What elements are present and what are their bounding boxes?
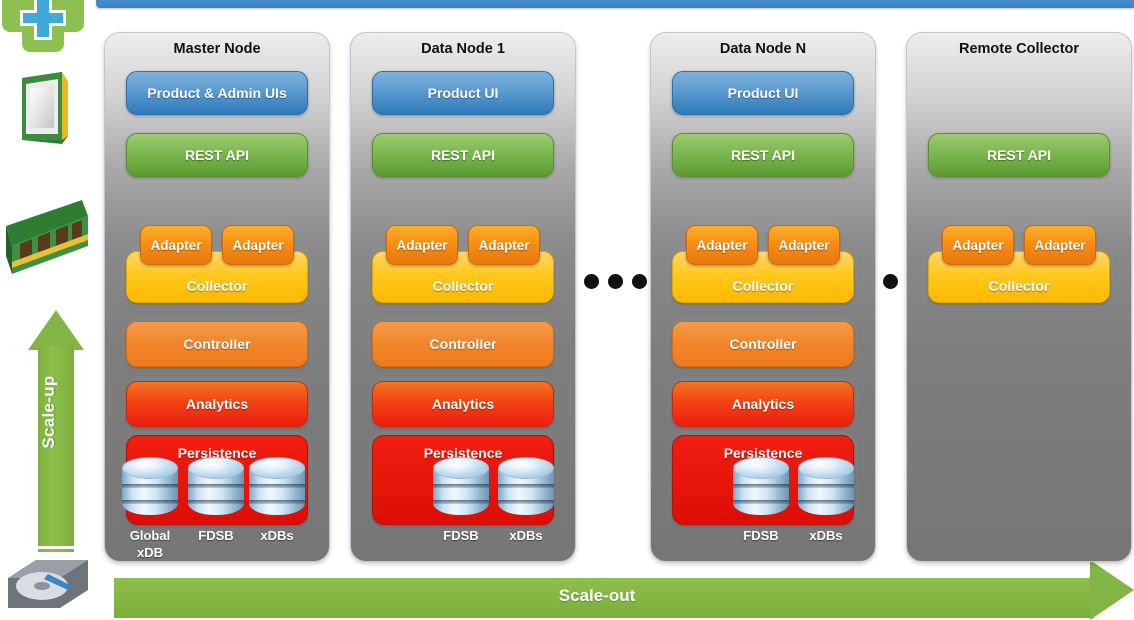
cylinder-top [122, 457, 178, 479]
adapter-box[interactable]: Adapter [222, 225, 294, 265]
product-ui-box[interactable]: Product UI [672, 71, 854, 115]
database-label: xDBs [809, 528, 843, 543]
cylinder-top [498, 457, 554, 479]
cpu-chip-icon [10, 70, 76, 148]
adapter-box[interactable]: Adapter [468, 225, 540, 265]
cylinder-band [188, 500, 244, 504]
cylinder-top [188, 457, 244, 479]
controller-box[interactable]: Controller [372, 321, 554, 367]
cylinder-band [188, 484, 244, 488]
product-ui-box[interactable]: Product & Admin UIs [126, 71, 308, 115]
top-banner [96, 0, 1134, 8]
adapter-box[interactable]: Adapter [140, 225, 212, 265]
cylinder-band [733, 484, 789, 488]
collector-box[interactable]: Collector [672, 251, 854, 303]
database-cylinder[interactable] [733, 457, 789, 523]
rest-api-box[interactable]: REST API [372, 133, 554, 177]
cylinder-band [433, 500, 489, 504]
scale-out-arrowhead [1090, 560, 1134, 620]
database-label: xDBs [260, 528, 294, 543]
ellipsis-dot [883, 274, 898, 289]
scale-up-tail-line-2 [38, 552, 74, 555]
ram-module-icon [2, 196, 90, 292]
rest-api-box[interactable]: REST API [126, 133, 308, 177]
adapter-box[interactable]: Adapter [1024, 225, 1096, 265]
health-plus-icon [0, 0, 86, 54]
cylinder-top [249, 457, 305, 479]
adapter-box[interactable]: Adapter [386, 225, 458, 265]
database-label: FDSB [743, 528, 779, 543]
scale-up-shaft [38, 346, 74, 552]
node-title: Data Node N [719, 41, 807, 57]
database-label: xDBs [509, 528, 543, 543]
hard-disk-icon [2, 556, 94, 614]
scale-up-arrow: Scale-up [28, 310, 84, 558]
cylinder-band [498, 500, 554, 504]
controller-box[interactable]: Controller [126, 321, 308, 367]
cylinder-band [249, 500, 305, 504]
adapter-box[interactable]: Adapter [686, 225, 758, 265]
cylinder-band [249, 484, 305, 488]
analytics-box[interactable]: Analytics [672, 381, 854, 427]
database-cylinder[interactable] [433, 457, 489, 523]
controller-box[interactable]: Controller [672, 321, 854, 367]
ellipsis-dot [584, 274, 599, 289]
product-ui-box[interactable]: Product UI [372, 71, 554, 115]
database-cylinder[interactable] [798, 457, 854, 523]
cylinder-band [798, 484, 854, 488]
analytics-box[interactable]: Analytics [126, 381, 308, 427]
ellipsis-dot [632, 274, 647, 289]
cylinder-band [798, 500, 854, 504]
database-cylinder[interactable] [188, 457, 244, 523]
database-cylinder[interactable] [249, 457, 305, 523]
node-title: Remote Collector [958, 41, 1080, 57]
cylinder-band [122, 484, 178, 488]
scale-up-tail-line-1 [38, 546, 74, 549]
cylinder-band [498, 484, 554, 488]
rest-api-box[interactable]: REST API [672, 133, 854, 177]
cylinder-top [733, 457, 789, 479]
cylinder-top [433, 457, 489, 479]
adapter-box[interactable]: Adapter [768, 225, 840, 265]
database-cylinder[interactable] [122, 457, 178, 523]
cylinder-band [433, 484, 489, 488]
analytics-box[interactable]: Analytics [372, 381, 554, 427]
cylinder-band [733, 500, 789, 504]
scale-up-label: Scale-up [39, 375, 58, 449]
scale-out-label: Scale-out [558, 586, 636, 605]
scale-up-arrowhead [28, 310, 84, 350]
ellipsis-dot [608, 274, 623, 289]
database-label: FDSB [443, 528, 479, 543]
node-title: Master Node [173, 41, 261, 57]
node-title: Data Node 1 [421, 41, 505, 57]
cylinder-band [122, 500, 178, 504]
scale-out-arrow: Scale-out [100, 560, 1134, 620]
cylinder-top [798, 457, 854, 479]
database-label: FDSB [198, 528, 234, 543]
adapter-box[interactable]: Adapter [942, 225, 1014, 265]
rest-api-box[interactable]: REST API [928, 133, 1110, 177]
database-cylinder[interactable] [498, 457, 554, 523]
